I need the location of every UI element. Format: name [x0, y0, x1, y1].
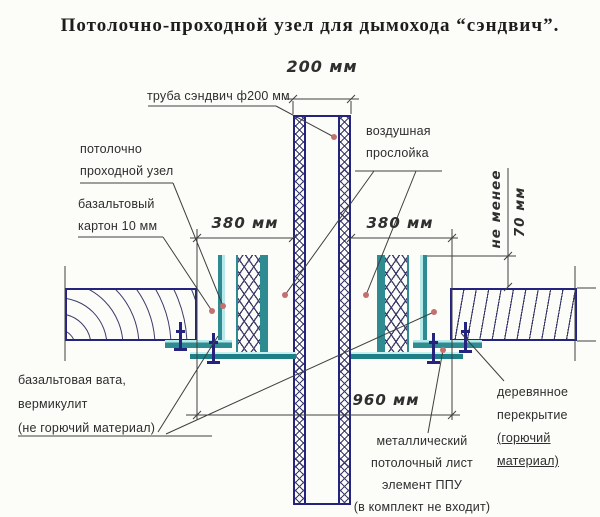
basalt-cardboard-right [383, 255, 409, 352]
screw-foot [459, 350, 472, 353]
label-line: воздушная [366, 124, 431, 138]
dimension-right-clearance: 380 мм [366, 214, 434, 232]
screw-fastener [427, 333, 440, 364]
screw-crossbar [176, 330, 185, 333]
label-line: базальтовая вата, [18, 373, 127, 387]
ppu-outer-sheet-left [218, 255, 225, 346]
dimension-min-value: 70 мм [512, 186, 528, 238]
label-line: элемент ППУ [381, 478, 463, 492]
dimension-min-note: не менее [488, 169, 504, 249]
metal-ceiling-sheet-right [351, 352, 463, 359]
label-line: (в комплект не входит) [353, 500, 491, 514]
label-air-gap: воздушная прослойка [366, 120, 431, 164]
ppu-inner-sheet-right [377, 255, 383, 352]
label-line: потолочно [80, 142, 142, 156]
screw-foot [427, 361, 440, 364]
label-line: перекрытие [497, 408, 568, 422]
dimension-left-clearance: 380 мм [211, 214, 279, 232]
dimension-pipe-diameter: 200 мм [286, 57, 358, 76]
screw-crossbar [461, 330, 470, 333]
label-ceiling-pass-unit: потолочно проходной узел [80, 138, 173, 182]
label-basalt-wool: базальтовая вата, вермикулит (не горючий… [18, 368, 155, 440]
screw-crossbar [209, 341, 218, 344]
dimension-overall-width: 960 мм [352, 391, 420, 409]
boundary-lines [64, 266, 596, 361]
basalt-cardboard-left [236, 255, 262, 352]
screw-crossbar [429, 341, 438, 344]
label-line: проходной узел [80, 164, 174, 178]
screw-foot [174, 348, 187, 351]
label-line: прослойка [366, 146, 429, 160]
screw-fastener [174, 322, 187, 351]
ppu-flange-left [165, 340, 232, 348]
label-line: (не горючий материал) [18, 421, 156, 435]
pipe-wall-left [293, 117, 306, 505]
label-line: картон 10 мм [78, 219, 158, 233]
label-line: вермикулит [18, 397, 88, 411]
dimension-lines [186, 94, 516, 420]
label-metal-ceiling-sheet: металлический потолочный лист элемент ПП… [332, 430, 512, 517]
pipe-cap-lines [293, 115, 351, 505]
label-line: базальтовый [78, 197, 155, 211]
screw-stem [179, 322, 182, 351]
ppu-inner-sheet-left [262, 255, 268, 352]
label-line: материал) [497, 454, 559, 468]
label-line: потолочный лист [371, 456, 473, 470]
ppu-outer-sheet-right [420, 255, 427, 346]
label-line: (горючий [497, 431, 551, 445]
screw-fastener [207, 333, 220, 364]
label-sandwich-pipe: труба сэндвич ф200 мм [147, 89, 290, 103]
screw-stem [212, 333, 215, 364]
screw-stem [432, 333, 435, 364]
pipe-wall-right [338, 117, 351, 505]
ppu-flange-right [413, 340, 482, 348]
wood-floor-right [450, 288, 577, 341]
label-basalt-cardboard: базальтовый картон 10 мм [78, 193, 157, 237]
diagram-title: Потолочно-проходной узел для дымохода “с… [60, 15, 560, 36]
label-line: деревянное [497, 385, 569, 399]
label-wood-floor: деревянное перекрытие (горючий материал) [497, 381, 568, 473]
metal-ceiling-sheet-left [190, 352, 296, 359]
leader-dots [209, 134, 446, 353]
leader-lines [18, 105, 505, 437]
screw-foot [207, 361, 220, 364]
label-line: металлический [376, 434, 468, 448]
